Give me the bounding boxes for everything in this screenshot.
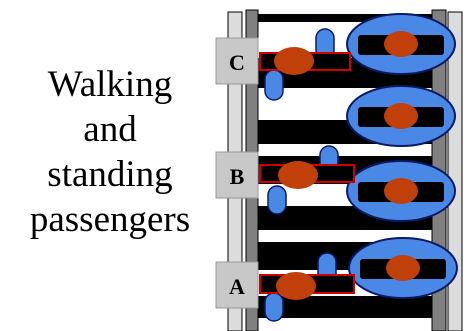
stair-label-b-text: B — [230, 164, 245, 189]
step-band — [258, 14, 432, 22]
caption-line-1: Walking — [47, 64, 173, 105]
caption-line-3: standing — [47, 154, 173, 195]
stair-label-b: B — [215, 151, 259, 199]
standing-passenger-icon — [348, 237, 458, 299]
caption-line-4: passengers — [29, 199, 191, 240]
caption-line-2: and — [83, 109, 137, 150]
stair-label-c: C — [215, 37, 259, 85]
step-band — [258, 296, 432, 318]
right-handrail — [447, 11, 463, 331]
caption-walking-standing-passengers: Walking and standing passengers — [0, 62, 220, 242]
walking-passenger-icon — [259, 252, 355, 322]
stair-label-a-text: A — [229, 274, 245, 299]
standing-passenger-icon — [346, 13, 456, 75]
walking-passenger-icon — [259, 28, 351, 101]
stair-label-c-text: C — [229, 50, 245, 75]
standing-passenger-icon — [346, 160, 456, 222]
walking-passenger-icon — [259, 145, 355, 215]
standing-passenger-icon — [346, 85, 456, 147]
stair-label-a: A — [215, 261, 259, 309]
